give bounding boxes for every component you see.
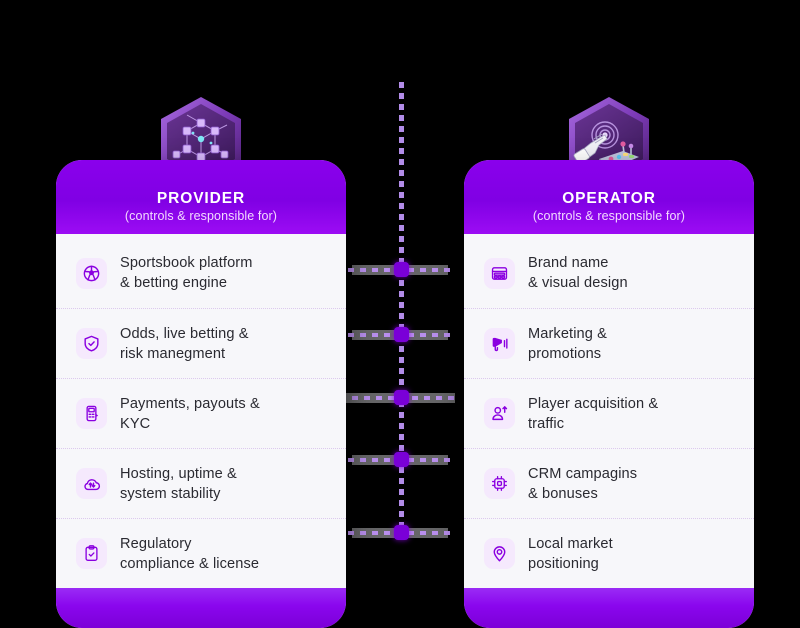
card-provider-title: PROVIDER [156, 190, 246, 207]
list-item[interactable]: Hosting, uptime & system stability [56, 448, 346, 518]
list-item[interactable]: Brand name & visual design [464, 238, 754, 308]
payment-terminal-icon [76, 398, 107, 429]
card-provider: PROVIDER (controls & responsible for) Sp… [56, 160, 346, 628]
card-provider-list: Sportsbook platform & betting engine Odd… [56, 234, 346, 588]
card-provider-footer [56, 588, 346, 628]
connector-node-1 [394, 262, 409, 277]
connector-node-4 [394, 452, 409, 467]
card-operator-footer [464, 588, 754, 628]
card-operator-list: Brand name & visual design Marketing & p… [464, 234, 754, 588]
list-item[interactable]: Odds, live betting & risk manegment [56, 308, 346, 378]
list-item[interactable]: Regulatory compliance & license [56, 518, 346, 588]
list-item-label: Payments, payouts & KYC [120, 395, 260, 432]
card-provider-header: PROVIDER (controls & responsible for) [56, 160, 346, 234]
list-item-label: Sportsbook platform & betting engine [120, 255, 253, 291]
connector-node-5 [394, 525, 409, 540]
list-item[interactable]: Payments, payouts & KYC [56, 378, 346, 448]
megaphone-icon [484, 328, 515, 359]
cloud-sync-icon [76, 468, 107, 499]
soccer-ball-icon [76, 257, 107, 289]
card-operator-header: OPERATOR (controls & responsible for) [464, 160, 754, 234]
title-line-1-redacted [249, 14, 551, 48]
list-item[interactable]: Sportsbook platform & betting engine [56, 238, 346, 308]
list-item[interactable]: Marketing & promotions [464, 308, 754, 378]
list-item-label: Brand name & visual design [528, 255, 628, 291]
card-operator: OPERATOR (controls & responsible for) Br… [464, 160, 754, 628]
connector-node-2 [394, 327, 409, 342]
connector-node-3 [394, 390, 409, 405]
clipboard-check-icon [76, 538, 107, 569]
list-item-label: Marketing & promotions [528, 325, 607, 362]
list-item-label: Hosting, uptime & system stability [120, 465, 237, 502]
map-pin-icon [484, 538, 515, 569]
browser-layout-icon [484, 257, 515, 289]
card-operator-subtitle: (controls & responsible for) [532, 209, 686, 223]
connector-vertical-line [399, 82, 404, 537]
list-item-label: Odds, live betting & risk manegment [120, 325, 249, 362]
title-line-2-redacted [203, 48, 597, 74]
user-acquisition-icon [484, 398, 515, 429]
list-item[interactable]: CRM campagins & bonuses [464, 448, 754, 518]
list-item-label: Local market positioning [528, 535, 613, 572]
list-item[interactable]: Player acquisition & traffic [464, 378, 754, 448]
card-operator-title: OPERATOR [562, 190, 656, 207]
list-item-label: Player acquisition & traffic [528, 395, 659, 432]
list-item-label: CRM campagins & bonuses [528, 465, 638, 502]
card-provider-subtitle: (controls & responsible for) [124, 209, 278, 223]
list-item-label: Regulatory compliance & license [120, 535, 260, 572]
chip-icon [484, 468, 515, 499]
list-item[interactable]: Local market positioning [464, 518, 754, 588]
shield-check-icon [76, 328, 107, 359]
